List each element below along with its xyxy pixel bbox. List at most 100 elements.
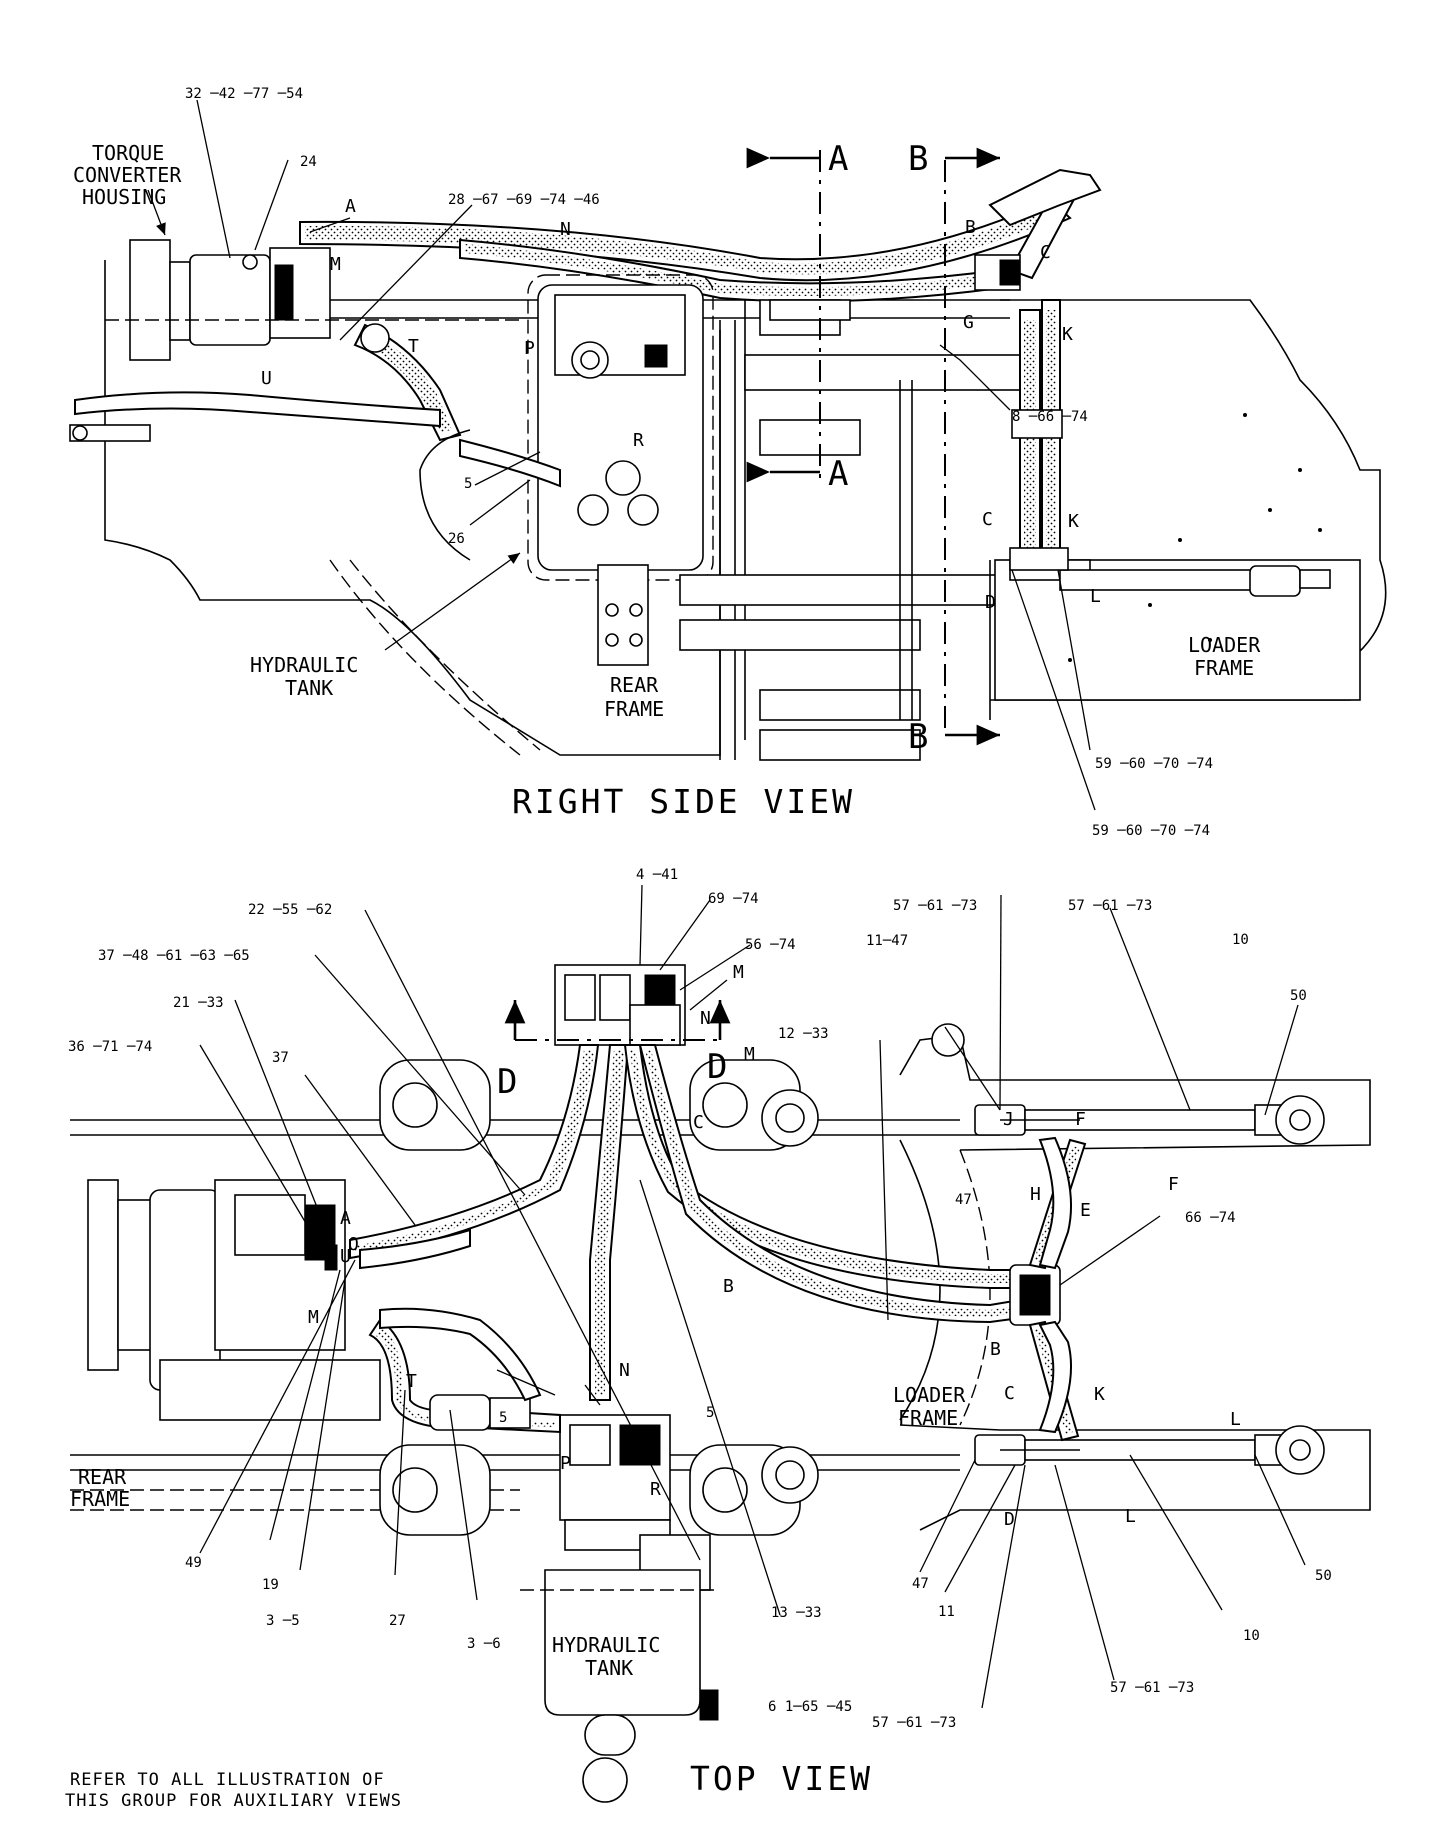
label-f-top-2: F <box>1168 1174 1179 1195</box>
callout-59b: 59 ─60 ─70 ─74 <box>1092 823 1210 839</box>
label-e-top: E <box>1080 1200 1091 1221</box>
label-h-top: H <box>1030 1184 1041 1205</box>
label-r-side: R <box>633 430 644 451</box>
callout-32: 32 ─42 ─77 ─54 <box>185 86 303 102</box>
callout-13: 13 ─33 <box>771 1605 822 1621</box>
top-view: A N C O U M M B N T P R J F F H E B C K … <box>65 867 1371 1811</box>
callout-50b: 50 <box>1315 1568 1332 1584</box>
loader-frame-side-caption-2: FRAME <box>1194 656 1254 680</box>
label-l-side: L <box>1090 586 1101 607</box>
callout-24: 24 <box>300 154 317 170</box>
callout-37b: 37 <box>272 1050 289 1066</box>
callout-37a: 37 ─48 ─61 ─63 ─65 <box>98 948 250 964</box>
torque-caption-1: TORQUE <box>92 141 164 165</box>
label-t-top: T <box>406 1371 417 1392</box>
hyd-tank-side-caption-2: TANK <box>285 676 333 700</box>
label-k-side-top: K <box>1062 324 1073 345</box>
callout-57a: 57 ─61 ─73 <box>893 898 977 914</box>
label-t-side: T <box>408 336 419 357</box>
callout-47b: 47 <box>912 1576 929 1592</box>
callout-21: 21 ─33 <box>173 995 224 1011</box>
callout-57b: 57 ─61 ─73 <box>1068 898 1152 914</box>
callout-5-side: 5 <box>464 476 472 492</box>
section-a-bottom-label: A <box>828 454 848 494</box>
rear-frame-outline <box>104 260 721 756</box>
rear-frame-side-caption-1: REAR <box>610 673 659 697</box>
label-c-side-bottom: C <box>982 509 993 530</box>
label-n-top-2: N <box>619 1360 630 1381</box>
right-side-view-title: RIGHT SIDE VIEW <box>512 782 855 821</box>
callout-57c: 57 ─61 ─73 <box>872 1715 956 1731</box>
section-d-right-label: D <box>707 1047 727 1087</box>
label-m-side: M <box>330 254 341 275</box>
loader-frame-top-caption-2: FRAME <box>898 1406 958 1430</box>
callout-11a: 11─47 <box>866 933 908 949</box>
callout-5b: 5 <box>499 1410 507 1426</box>
callout-11b: 11 <box>938 1604 955 1620</box>
torque-caption-2: CONVERTER <box>73 163 182 187</box>
callout-59a: 59 ─60 ─70 ─74 <box>1095 756 1213 772</box>
callout-36: 36 ─71 ─74 <box>68 1039 152 1055</box>
callout-27: 27 <box>389 1613 406 1629</box>
callout-56: 56 ─74 <box>745 937 796 953</box>
label-g-side: G <box>963 312 974 333</box>
callout-47a: 47 <box>955 1192 972 1208</box>
rear-frame-side-caption-2: FRAME <box>604 697 664 721</box>
label-c-side-top: C <box>1040 242 1051 263</box>
callout-12: 12 ─33 <box>778 1026 829 1042</box>
hyd-tank-top-caption-2: TANK <box>585 1656 633 1680</box>
label-m-top-left: M <box>308 1307 319 1328</box>
callout-10b: 10 <box>1243 1628 1260 1644</box>
label-p-top: P <box>560 1453 571 1474</box>
label-c-top-1: C <box>693 1112 704 1133</box>
label-u-side: U <box>261 368 272 389</box>
label-a-top: A <box>340 1208 351 1229</box>
callout-10a: 10 <box>1232 932 1249 948</box>
label-m-callout: M <box>733 962 744 983</box>
callout-22: 22 ─55 ─62 <box>248 902 332 918</box>
callout-57d: 57 ─61 ─73 <box>1110 1680 1194 1696</box>
callout-61: 6 1─65 ─45 <box>768 1699 852 1715</box>
label-b-side: B <box>965 217 976 238</box>
callout-69: 69 ─74 <box>708 891 759 907</box>
rear-frame-top-caption-1: REAR <box>78 1465 127 1489</box>
label-j-top: J <box>1003 1109 1014 1130</box>
label-p-side: P <box>524 338 535 359</box>
section-a-top-label: A <box>828 139 848 179</box>
torque-caption-3: HOUSING <box>82 185 166 209</box>
callout-26: 26 <box>448 531 465 547</box>
label-o-top: O <box>348 1234 359 1255</box>
label-m-top-right: M <box>744 1044 755 1065</box>
section-d-left-label: D <box>497 1062 517 1102</box>
label-d-side: D <box>985 592 996 613</box>
label-u-top: U <box>340 1246 351 1267</box>
label-c-top-2: C <box>1004 1383 1015 1404</box>
callout-49: 49 <box>185 1555 202 1571</box>
callout-50a: 50 <box>1290 988 1307 1004</box>
hyd-tank-top-caption-1: HYDRAULIC <box>552 1633 660 1657</box>
torque-converter-housing <box>129 239 171 361</box>
label-d-top: D <box>1004 1509 1015 1530</box>
callout-66: 66 ─74 <box>1185 1210 1236 1226</box>
callout-19: 19 <box>262 1577 279 1593</box>
label-k-top: K <box>1094 1384 1105 1405</box>
callout-28: 28 ─67 ─69 ─74 ─46 <box>448 192 600 208</box>
loader-frame-top-caption-1: LOADER <box>893 1383 966 1407</box>
rear-frame-top-caption-2: FRAME <box>70 1487 130 1511</box>
callout-3b: 3 ─6 <box>467 1636 501 1652</box>
label-n-top-1: N <box>700 1008 711 1029</box>
label-n-side: N <box>560 219 571 240</box>
label-f-top-1: F <box>1075 1109 1086 1130</box>
callout-5a: 5 <box>706 1405 714 1421</box>
callout-3a: 3 ─5 <box>266 1613 300 1629</box>
label-k-side-bottom: K <box>1068 511 1079 532</box>
callout-8: 8 ─66 ─74 <box>1012 409 1088 425</box>
top-view-title: TOP VIEW <box>690 1759 873 1798</box>
hose-t-top <box>368 1318 561 1434</box>
label-l-top-2: L <box>1125 1506 1136 1527</box>
label-l-top-1: L <box>1230 1409 1241 1430</box>
callout-4: 4 ─41 <box>636 867 678 883</box>
transmission-flange <box>87 1179 119 1371</box>
note-line-2: THIS GROUP FOR AUXILIARY VIEWS <box>65 1791 402 1811</box>
